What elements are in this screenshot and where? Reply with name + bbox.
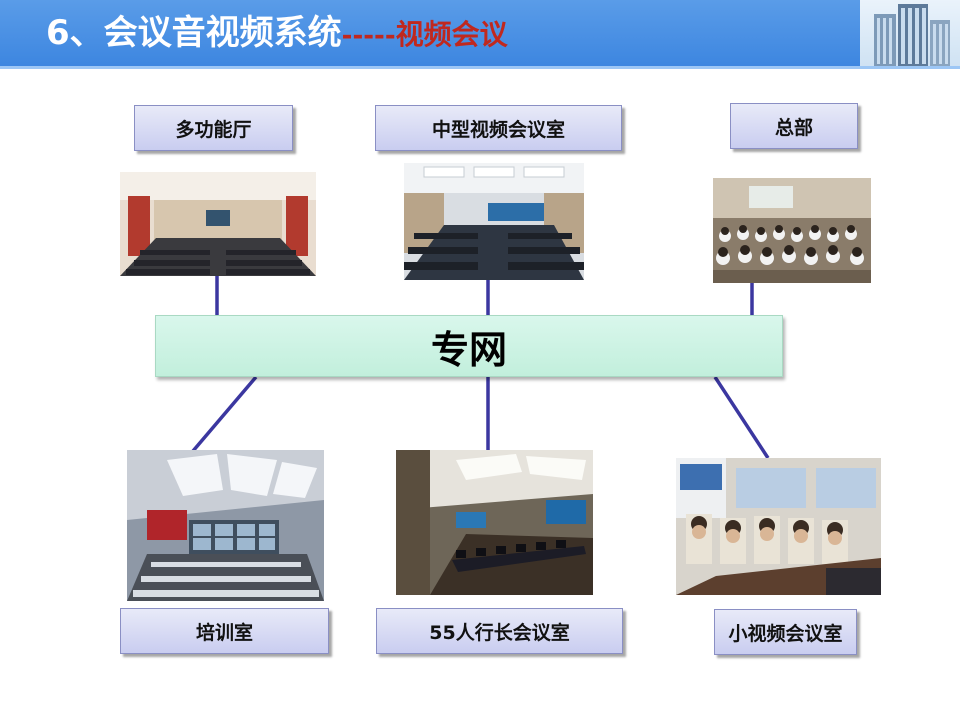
header-underline [0,66,960,69]
title-main: 6、会议音视频系统 [46,13,342,53]
slide-title: 6、会议音视频系统-----视频会议 [46,10,508,56]
room-photo-55-person-governor-meeting-room [396,450,593,595]
room-photo-multifunction-hall [120,172,316,276]
room-label-medium-video-conference-room: 中型视频会议室 [375,105,622,151]
room-photo-small-video-conference-room [676,458,881,595]
room-photo-training-room [127,450,324,601]
title-dashes: ----- [341,21,396,51]
header-band: 6、会议音视频系统-----视频会议 [0,0,960,66]
private-network-bar: 专网 [155,315,783,377]
room-label-multifunction-hall: 多功能厅 [134,105,293,151]
room-label-small-video-conference-room: 小视频会议室 [714,609,857,655]
room-label-55-person-governor-meeting-room: 55人行长会议室 [376,608,623,654]
room-photo-headquarters [713,178,871,283]
room-photo-medium-video-conference-room [404,163,584,280]
building-image [860,0,960,66]
connector-line [191,375,258,453]
connector-line [713,376,770,459]
room-label-training-room: 培训室 [120,608,329,654]
title-subtitle: 视频会议 [395,18,508,51]
room-label-headquarters: 总部 [730,103,858,149]
